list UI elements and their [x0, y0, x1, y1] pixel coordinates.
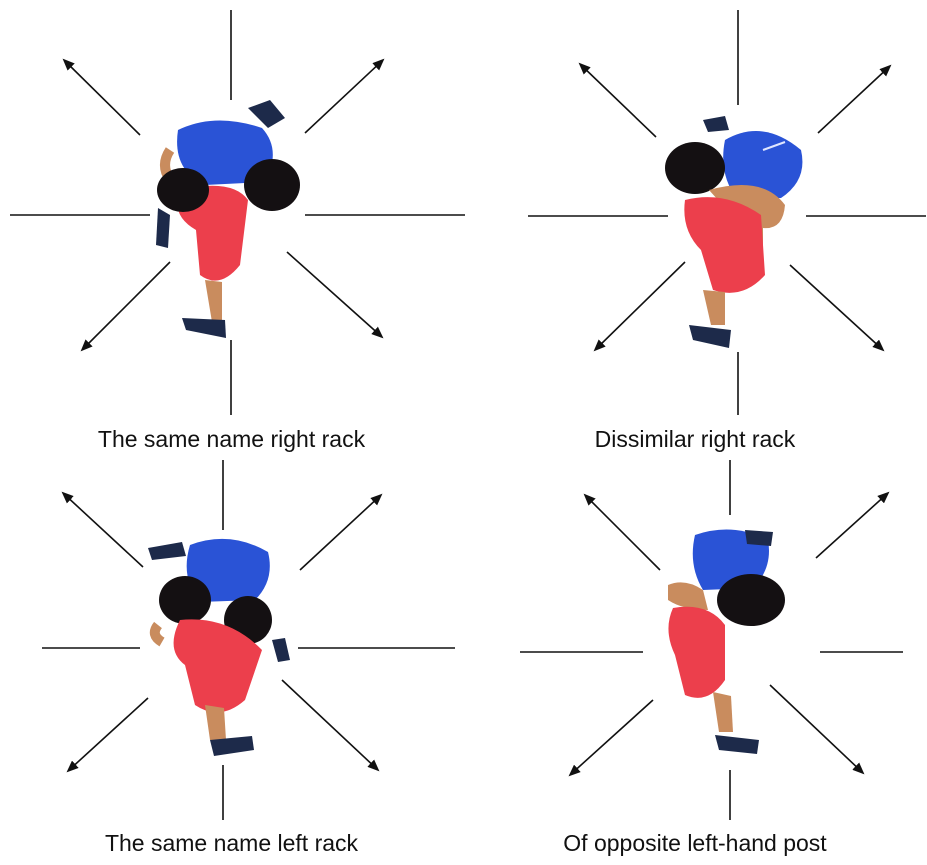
direction-diagram — [520, 460, 903, 820]
panel-opposite-left-hand-post: Of opposite left-hand post — [463, 460, 927, 865]
shoe — [715, 735, 759, 754]
red-wrestler-head — [157, 168, 209, 212]
direction-arrow-se — [281, 679, 380, 772]
caption-same-name-left-rack: The same name left rack — [104, 830, 359, 856]
shoe — [182, 318, 226, 338]
direction-arrow-nw — [61, 491, 144, 568]
direction-arrow-sw — [66, 697, 149, 773]
shoe — [689, 325, 731, 348]
wrestlers-photo — [148, 538, 290, 756]
red-wrestler-head — [717, 574, 785, 626]
wrestlers-photo — [156, 100, 300, 338]
blue-wrestler-singlet — [177, 120, 273, 185]
direction-diagram — [10, 10, 465, 415]
red-wrestler-head — [665, 142, 725, 194]
direction-arrow-ne — [817, 64, 892, 134]
direction-arrow-sw — [568, 699, 654, 777]
caption-dissimilar-right-rack: Dissimilar right rack — [594, 426, 796, 452]
direction-arrow-ne — [299, 493, 383, 571]
direction-arrow-sw — [80, 261, 171, 352]
direction-arrow-se — [769, 684, 865, 775]
red-wrestler-singlet — [173, 619, 262, 713]
direction-arrow-ne — [815, 491, 890, 559]
direction-arrow-nw — [583, 493, 661, 571]
wrestlers-photo — [668, 529, 785, 754]
direction-arrow-se — [789, 264, 885, 352]
red-wrestler-singlet — [684, 197, 765, 293]
direction-diagram — [528, 10, 926, 415]
direction-arrow-se — [286, 251, 384, 339]
blue-wrestler-singlet — [723, 131, 803, 200]
direction-arrow-ne — [304, 58, 385, 134]
direction-diagram — [42, 460, 455, 820]
blue-wrestler-singlet — [186, 538, 270, 602]
panel-same-name-right-rack: The same name right rack — [0, 0, 465, 460]
direction-arrow-nw — [578, 62, 657, 138]
caption-opposite-left-hand-post: Of opposite left-hand post — [563, 830, 827, 856]
caption-same-name-right-rack: The same name right rack — [97, 426, 366, 452]
direction-arrow-sw — [593, 261, 686, 352]
direction-arrow-nw — [62, 58, 141, 136]
red-wrestler-head — [159, 576, 211, 624]
red-wrestler-singlet — [668, 606, 725, 698]
panel-same-name-left-rack: The same name left rack — [0, 460, 463, 865]
wrestlers-photo — [665, 116, 803, 348]
panel-dissimilar-right-rack: Dissimilar right rack — [463, 0, 927, 460]
shoe — [210, 736, 254, 756]
blue-wrestler-head — [244, 159, 300, 211]
